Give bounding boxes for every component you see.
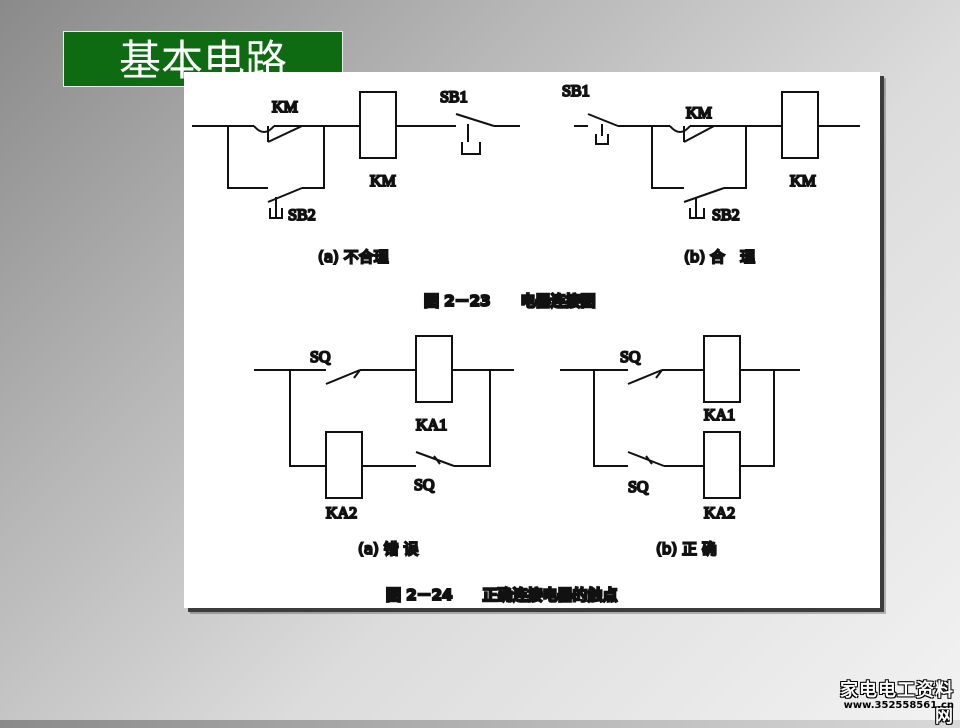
caption-2-24-b: (b) 正 确: [656, 540, 717, 558]
sq-contact-blade: [325, 369, 361, 385]
wire: [593, 370, 628, 467]
ka1-coil: [415, 335, 453, 403]
circuit-diagrams: KM KM SB1 SB2 (a) 不合理 SB1 KM KM SB2 (b) …: [192, 82, 860, 605]
label-ka2: KA2: [326, 505, 357, 522]
label-sb2: SB2: [712, 207, 740, 224]
sq-contact-blade: [627, 369, 663, 385]
label-sb2: SB2: [288, 207, 316, 224]
wire: [454, 370, 491, 467]
label-km: KM: [686, 105, 712, 122]
sb1-pushbutton-icon: [461, 124, 481, 155]
figure-caption-2-24: 图 2－24 正确连接电器的触点: [386, 586, 618, 604]
sq-contact-blade: [627, 451, 665, 467]
label-km: KM: [272, 99, 298, 116]
circuit-2-23-a: [192, 91, 520, 219]
caption-2-23-b: (b) 合 理: [684, 248, 755, 266]
ka2-coil: [325, 431, 363, 499]
sb1-contact-blade: [587, 113, 619, 127]
sb2-pushbutton-icon: [269, 197, 283, 219]
label-ka1: KA1: [704, 407, 735, 424]
figure-caption-2-23: 图 2－23 电器连接图: [424, 292, 596, 310]
sb1-contact-blade: [455, 113, 495, 127]
km-contact-blade: [267, 125, 303, 143]
label-ka2: KA2: [704, 505, 735, 522]
km-contact-blade: [683, 125, 715, 143]
caption-2-24-a: (a) 错 误: [358, 540, 418, 558]
circuit-2-24-a: [254, 335, 514, 499]
watermark-url: www.352558561.cn: [843, 700, 954, 711]
km-contact-bump: [669, 125, 691, 133]
label-km-coil: KM: [370, 173, 396, 190]
wire: [289, 370, 326, 467]
sb2-pushbutton-icon: [689, 197, 705, 219]
km-coil: [781, 91, 819, 159]
sb2-contact-blade: [683, 187, 725, 203]
label-km-coil: KM: [790, 173, 816, 190]
circuit-2-23-b: [574, 91, 860, 219]
wire: [740, 370, 775, 467]
caption-2-23-a: (a) 不合理: [318, 248, 389, 266]
label-sq-top: SQ: [620, 349, 641, 366]
label-sq-bottom: SQ: [414, 477, 435, 494]
sq-contact-stop: [655, 369, 663, 379]
wire: [302, 126, 325, 189]
circuit-2-24-b: [560, 335, 800, 499]
km-coil: [359, 91, 397, 159]
label-sq-bottom: SQ: [628, 479, 649, 496]
label-sq-top: SQ: [310, 349, 331, 366]
sb1-pushbutton-icon: [595, 124, 609, 145]
sq-contact-stop: [433, 455, 441, 465]
wire: [227, 126, 268, 189]
ka2-coil: [703, 431, 741, 499]
sq-contact-stop: [353, 369, 361, 379]
wire: [724, 126, 747, 189]
km-contact-bump: [253, 125, 275, 133]
diagram-panel: KM KM SB1 SB2 (a) 不合理 SB1 KM KM SB2 (b) …: [184, 72, 880, 608]
label-ka1: KA1: [416, 417, 447, 434]
label-sb1: SB1: [562, 83, 590, 100]
wire: [651, 126, 684, 189]
label-sb1: SB1: [440, 89, 468, 106]
ka1-coil: [703, 335, 741, 403]
sq-contact-stop: [645, 455, 653, 465]
sb2-contact-blade: [267, 187, 303, 203]
